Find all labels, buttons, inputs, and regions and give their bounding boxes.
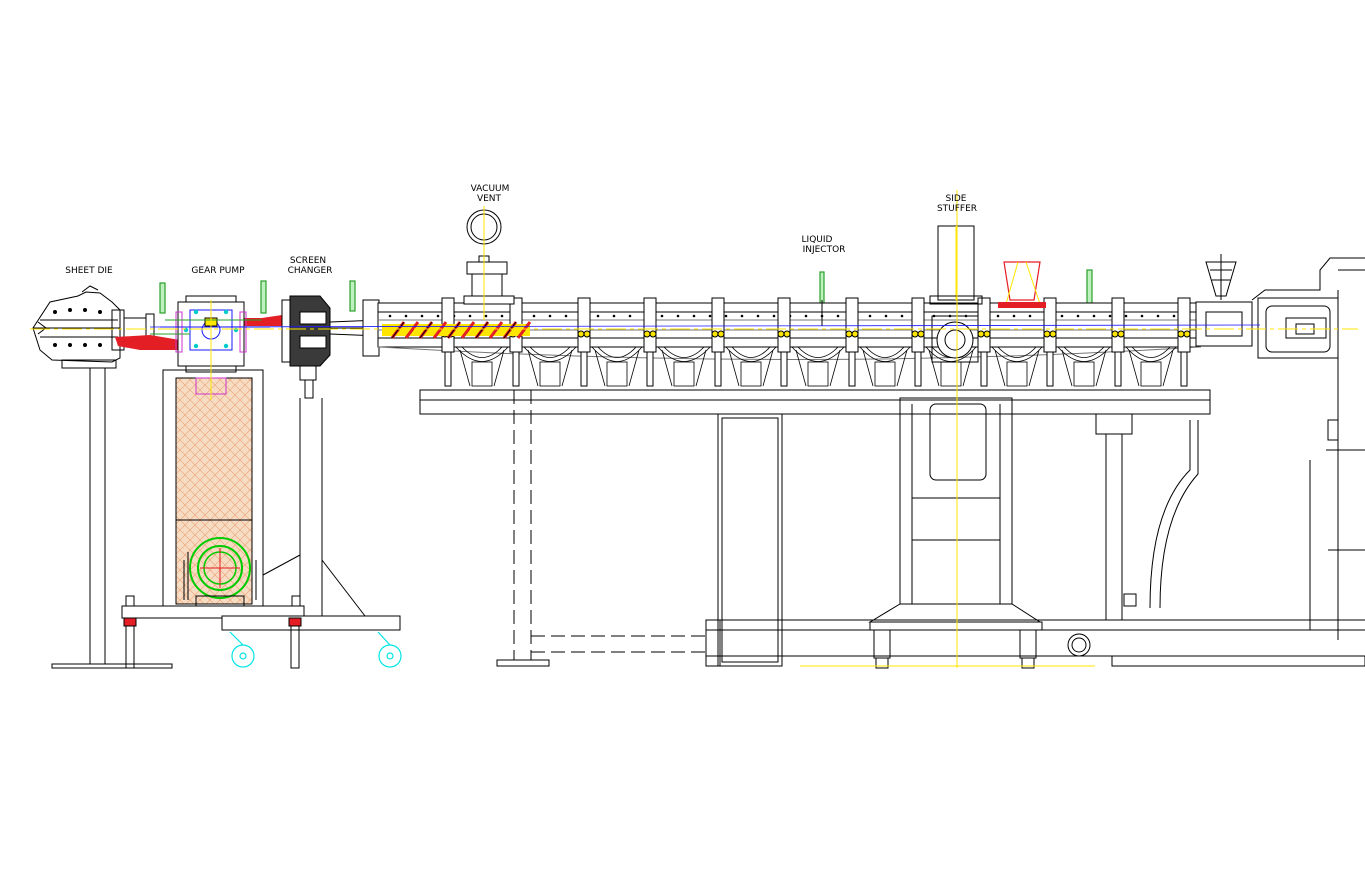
barrel-bolt (388, 314, 392, 318)
barrel-bolt (660, 314, 664, 318)
barrel-bolt (468, 314, 472, 318)
centerlines (30, 190, 1358, 668)
label-liquid-injector-line2: INJECTOR (803, 245, 846, 255)
barrel-bolt (868, 314, 872, 318)
barrel-clamp (1111, 297, 1125, 387)
label-side-stuffer-line1: SIDE (946, 194, 967, 204)
dashed-supports (513, 390, 706, 660)
pump-drive-stand (121, 369, 401, 631)
casters (123, 595, 402, 669)
barrel-clamps (441, 297, 1191, 387)
label-side-stuffer-line2: STUFFER (937, 204, 977, 214)
heater-band (657, 346, 711, 387)
heater-band (1125, 346, 1177, 387)
barrel-bolt (1108, 314, 1112, 318)
label-gear-pump: GEAR PUMP (191, 266, 245, 276)
barrel-bolt (804, 314, 808, 318)
barrel-bolt (1092, 314, 1096, 318)
heater-band (455, 346, 509, 387)
heater-band (859, 346, 911, 387)
barrel-bolt (628, 314, 632, 318)
barrel-bolt (1172, 314, 1176, 318)
heater-band (725, 346, 777, 387)
label-vacuum-vent-line2: VENT (477, 194, 502, 204)
barrel-bolt (1060, 314, 1064, 318)
feed-hopper-red (998, 261, 1046, 308)
barrel-bolt (836, 314, 840, 318)
barrel-bolt (420, 314, 424, 318)
label-sheet-die: SHEET DIE (65, 266, 113, 276)
barrel-bolt (436, 314, 440, 318)
barrel-clamp (977, 297, 991, 387)
label-vacuum-vent-line1: VACUUM (471, 184, 510, 194)
barrel-clamp (911, 297, 925, 387)
barrel-bolt (740, 314, 744, 318)
barrel-bolt (724, 314, 728, 318)
label-liquid-injector-line1: LIQUID (802, 235, 833, 245)
die-stand (51, 368, 173, 669)
vacuum-vent (463, 209, 515, 305)
barrel-bolt (756, 314, 760, 318)
heater-bands (455, 346, 1177, 387)
barrel-bolt (1124, 314, 1128, 318)
main-feed-hopper (1195, 254, 1253, 347)
barrel-bolt (692, 314, 696, 318)
barrel-bolt (532, 314, 536, 318)
barrel-bolt (500, 314, 504, 318)
heater-band (791, 346, 845, 387)
screw-flights (382, 321, 532, 339)
barrel-bolt (900, 314, 904, 318)
heater-band (991, 346, 1043, 387)
barrel-bolt (676, 314, 680, 318)
sheet-die (32, 285, 155, 369)
barrel-bolt (612, 314, 616, 318)
barrel-bolt (1156, 314, 1160, 318)
drive-motor (183, 537, 257, 607)
base-frame (419, 389, 1365, 669)
barrel-clamp (777, 297, 791, 387)
barrel-bolt (1012, 314, 1016, 318)
barrel-clamp (845, 297, 859, 387)
barrel-clamp (643, 297, 657, 387)
barrel-bolt (484, 314, 488, 318)
barrel-bolt (564, 314, 568, 318)
label-screen-changer-line2: CHANGER (288, 266, 333, 276)
barrel-bolt (708, 314, 712, 318)
gear-pump (150, 295, 270, 373)
barrel-bolt (1028, 314, 1032, 318)
barrel-bolt (596, 314, 600, 318)
barrel-clamp (1177, 297, 1191, 387)
barrel-bolt (772, 314, 776, 318)
screen-changer-stand (262, 398, 366, 617)
heater-band (591, 346, 643, 387)
barrel-bolt (1076, 314, 1080, 318)
heater-band (523, 346, 577, 387)
heater-band (1057, 346, 1111, 387)
barrel-clamp (711, 297, 725, 387)
barrel-clamp (509, 297, 523, 387)
side-stuffer (929, 225, 983, 363)
barrel-clamp (1043, 297, 1057, 387)
gearbox (1251, 257, 1365, 640)
label-screen-changer-line1: SCREEN (290, 256, 326, 266)
screen-changer (281, 295, 381, 399)
barrel-bolt (1140, 314, 1144, 318)
barrel-bolt (404, 314, 408, 318)
barrel-bolt (884, 314, 888, 318)
barrel-clamp (577, 297, 591, 387)
barrel-clamp (441, 297, 455, 387)
barrel-bolt (548, 314, 552, 318)
barrel-bolt (996, 314, 1000, 318)
